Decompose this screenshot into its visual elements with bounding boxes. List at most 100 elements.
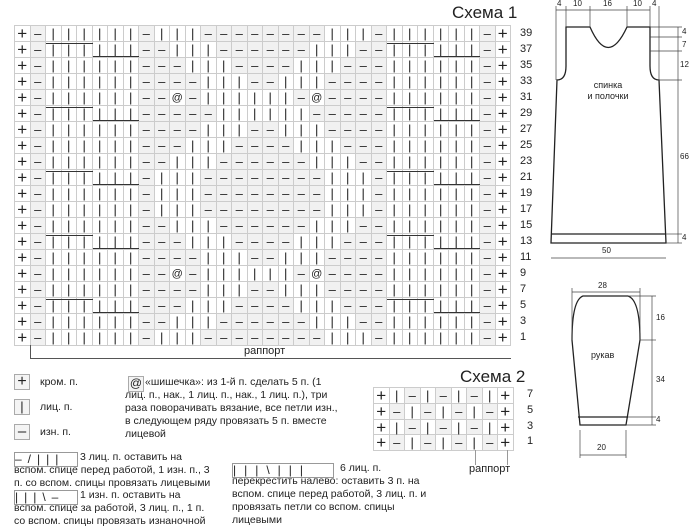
chart-cell: – (170, 234, 186, 250)
chart-cell: | (77, 42, 93, 58)
chart-cell: | (449, 218, 465, 234)
chart-cell: | (309, 74, 325, 90)
chart-cell: | (387, 266, 403, 282)
chart-cell: + (374, 419, 390, 435)
chart-cell: | (201, 42, 217, 58)
chart-cell: – (139, 138, 155, 154)
chart-cell: – (309, 170, 325, 186)
chart-cell: | (185, 298, 201, 314)
chart-cell: – (480, 298, 496, 314)
chart-cell: | (123, 218, 139, 234)
chart-cell: – (451, 435, 467, 451)
chart-cell: | (278, 250, 294, 266)
chart-cell: | (185, 186, 201, 202)
chart-cell: – (294, 330, 310, 346)
chart-cell: | (61, 218, 77, 234)
chart-cell: + (374, 403, 390, 420)
chart-cell: – (232, 138, 248, 154)
chart-cell: | (402, 74, 418, 90)
chart-cell: – (371, 154, 387, 170)
chart-cell: – (371, 266, 387, 282)
chart-cell: – (185, 90, 201, 106)
chart-cell: – (356, 218, 372, 234)
chart-cell: | (356, 186, 372, 202)
chart-cell: – (389, 435, 405, 451)
cable-cross-line (46, 299, 93, 300)
chart-cell: | (467, 435, 483, 451)
chart-cell: | (108, 282, 124, 298)
chart-cell: + (495, 201, 511, 218)
chart-cell: – (216, 154, 232, 170)
chart-cell: | (170, 170, 186, 186)
chart-cell: | (46, 298, 62, 314)
chart-cell: | (61, 234, 77, 250)
legend-cross-left-symbol: |||\– (14, 490, 78, 505)
chart-cell: | (402, 122, 418, 138)
chart-cell: – (371, 234, 387, 250)
chart-cell: – (371, 202, 387, 218)
chart-cell: | (449, 90, 465, 106)
chart-cell: | (325, 42, 341, 58)
chart-cell: | (92, 122, 108, 138)
chart-cell: | (123, 170, 139, 186)
chart-cell: | (449, 154, 465, 170)
chart-cell: – (294, 314, 310, 330)
chart-cell: – (263, 250, 279, 266)
chart-cell: | (405, 435, 421, 451)
chart-cell: – (247, 26, 263, 42)
chart-cell: | (464, 282, 480, 298)
chart-cell: – (185, 282, 201, 298)
chart-cell: – (340, 298, 356, 314)
chart-cell: | (92, 234, 108, 250)
chart-cell: – (154, 218, 170, 234)
row-number: 11 (520, 251, 532, 263)
chart-cell: | (449, 138, 465, 154)
chart-cell: | (92, 170, 108, 186)
chart-cell: | (108, 266, 124, 282)
sleeve-side-dim-2: 34 (656, 375, 665, 384)
chart-cell: – (263, 218, 279, 234)
chart-cell: – (30, 26, 46, 42)
chart-cell: | (123, 42, 139, 58)
cable-cross-line (387, 235, 434, 236)
chart-cell: + (495, 137, 511, 154)
chart-cell: | (433, 314, 449, 330)
chart-cell: – (263, 170, 279, 186)
chart-cell: – (371, 314, 387, 330)
chart-cell: + (498, 419, 514, 435)
chart-cell: | (201, 298, 217, 314)
chart-cell: | (108, 154, 124, 170)
chart-cell: | (418, 218, 434, 234)
chart-cell: | (387, 202, 403, 218)
chart-cell: – (263, 58, 279, 74)
chart-cell: | (201, 122, 217, 138)
chart-cell: – (467, 388, 483, 404)
chart-cell: – (356, 282, 372, 298)
chart-cell: – (30, 122, 46, 138)
chart-cell: | (46, 266, 62, 282)
chart-cell: | (294, 122, 310, 138)
chart-cell: | (201, 90, 217, 106)
chart-cell: – (247, 154, 263, 170)
legend-cross-right-symbol: –/||| (14, 452, 78, 467)
chart-cell: – (480, 282, 496, 298)
chart-cell: + (495, 185, 511, 202)
chart-cell: – (154, 90, 170, 106)
chart-cell: – (201, 330, 217, 346)
chart-cell: | (402, 202, 418, 218)
chart-cell: – (480, 218, 496, 234)
cable-cross-line (92, 248, 139, 249)
chart-cell: | (464, 218, 480, 234)
chart-cell: | (387, 314, 403, 330)
chart-cell: – (139, 170, 155, 186)
row-number: 23 (520, 155, 533, 167)
cable-cross-line (433, 248, 480, 249)
chart-cell: | (108, 42, 124, 58)
chart-cell: – (325, 266, 341, 282)
chart-cell: | (123, 266, 139, 282)
chart-cell: | (61, 74, 77, 90)
chart-cell: – (356, 74, 372, 90)
row-number: 39 (520, 27, 533, 39)
chart-cell: + (495, 233, 511, 250)
